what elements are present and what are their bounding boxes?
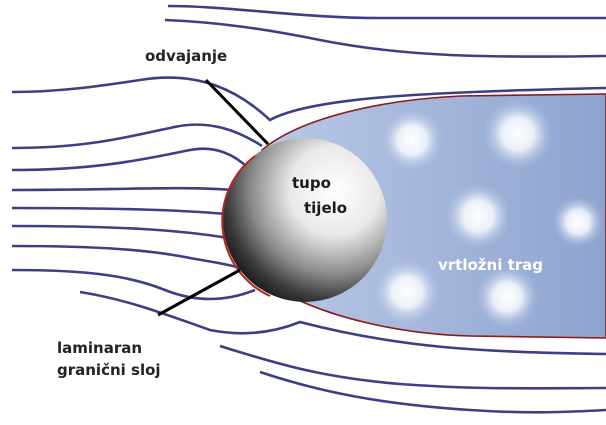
streamline xyxy=(12,149,248,170)
streamline xyxy=(260,372,606,412)
vortex xyxy=(552,196,604,248)
streamline xyxy=(12,188,232,190)
separation-pointer xyxy=(206,80,268,144)
body-label-line2: tijelo xyxy=(304,199,347,218)
streamline xyxy=(12,270,255,299)
vortex xyxy=(482,98,554,170)
wake-label: vrtložni trag xyxy=(438,256,543,275)
vortex xyxy=(380,108,444,172)
streamline xyxy=(168,6,606,18)
streamline xyxy=(12,246,240,268)
streamline xyxy=(12,125,262,148)
streamline xyxy=(165,20,606,57)
boundary-layer-label-line2: granični sloj xyxy=(57,361,161,380)
vortex xyxy=(444,182,512,250)
separation-label: odvajanje xyxy=(145,47,227,66)
vortex xyxy=(373,258,441,326)
body-label-line1: tupo xyxy=(292,174,331,193)
boundary-layer-label-line1: laminaran xyxy=(57,339,142,358)
streamline xyxy=(12,208,226,214)
streamline xyxy=(12,226,228,238)
